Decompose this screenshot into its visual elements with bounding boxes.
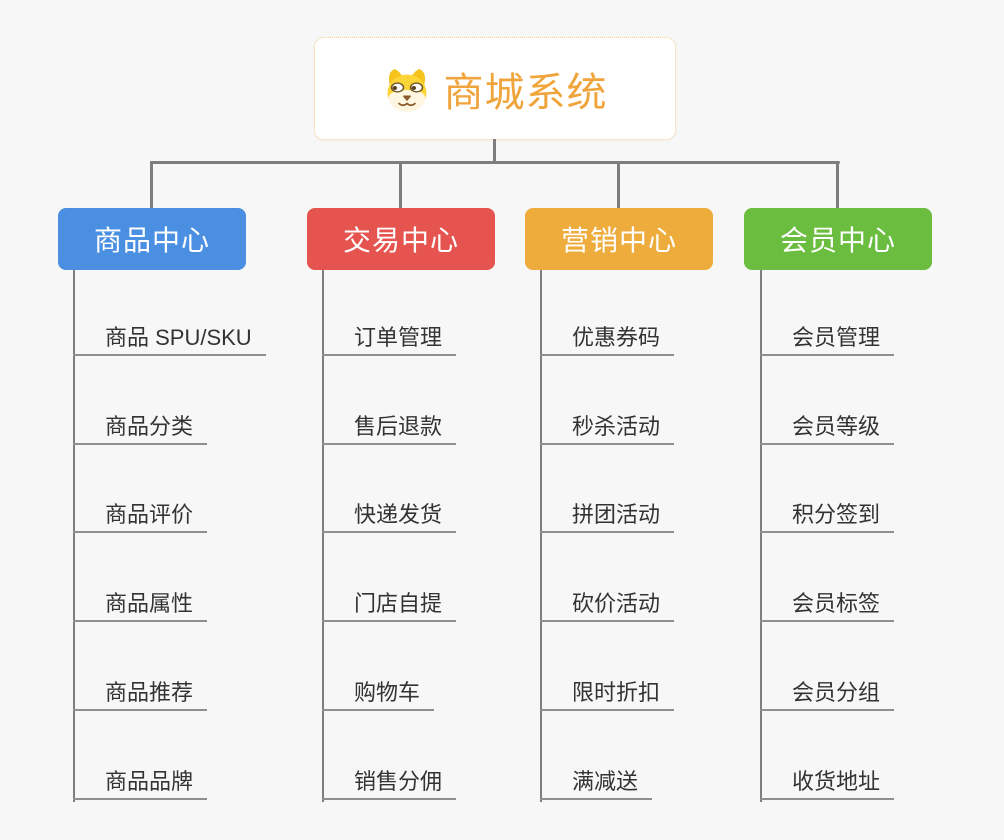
branch-label: 营销中心 (560, 225, 677, 256)
leaf-node[interactable]: 商品属性 (73, 576, 208, 622)
leaf-node[interactable]: 订单管理 (322, 310, 457, 356)
branch-node-member-center[interactable]: 会员中心 (744, 208, 932, 270)
root-title: 商城系统 (443, 70, 608, 115)
branch-node-trade-center[interactable]: 交易中心 (307, 208, 495, 270)
branch-label: 交易中心 (342, 225, 459, 256)
leaf-node[interactable]: 满减送 (540, 754, 653, 800)
leaf-node[interactable]: 收货地址 (760, 754, 895, 800)
leaf-node[interactable]: 砍价活动 (540, 576, 675, 622)
leaf-node[interactable]: 限时折扣 (540, 665, 675, 711)
leaf-node[interactable]: 商品 SPU/SKU (73, 310, 266, 356)
root-stem-line (493, 139, 496, 163)
branch-node-marketing-center[interactable]: 营销中心 (525, 208, 713, 270)
leaf-node[interactable]: 会员分组 (760, 665, 895, 711)
leaf-node[interactable]: 门店自提 (322, 576, 457, 622)
column-rail-line-3 (540, 270, 542, 802)
leaf-node[interactable]: 售后退款 (322, 399, 457, 445)
leaf-node[interactable]: 积分签到 (760, 487, 895, 533)
leaf-node[interactable]: 销售分佣 (322, 754, 457, 800)
leaf-node[interactable]: 会员标签 (760, 576, 895, 622)
root-node-mall-system[interactable]: 商城系统 (314, 37, 676, 140)
leaf-node[interactable]: 快递发货 (322, 487, 457, 533)
branch-label: 商品中心 (93, 225, 210, 256)
dog-face-icon (387, 68, 426, 111)
leaf-node[interactable]: 商品评价 (73, 487, 208, 533)
column-rail-line-4 (760, 270, 762, 802)
leaf-node[interactable]: 商品品牌 (73, 754, 208, 800)
branch-drop-line-3 (617, 161, 620, 209)
branch-drop-line-2 (399, 161, 402, 209)
leaf-node[interactable]: 会员等级 (760, 399, 895, 445)
branch-label: 会员中心 (779, 225, 896, 256)
leaf-node[interactable]: 秒杀活动 (540, 399, 675, 445)
branch-node-product-center[interactable]: 商品中心 (58, 208, 246, 270)
column-rail-line-2 (322, 270, 324, 802)
branch-rail-line (150, 161, 840, 164)
leaf-node[interactable]: 商品分类 (73, 399, 208, 445)
leaf-node[interactable]: 优惠券码 (540, 310, 675, 356)
column-rail-line-1 (73, 270, 75, 802)
leaf-node[interactable]: 拼团活动 (540, 487, 675, 533)
leaf-node[interactable]: 商品推荐 (73, 665, 208, 711)
branch-drop-line-1 (150, 161, 153, 209)
branch-drop-line-4 (836, 161, 839, 209)
leaf-node[interactable]: 购物车 (322, 665, 435, 711)
leaf-node[interactable]: 会员管理 (760, 310, 895, 356)
